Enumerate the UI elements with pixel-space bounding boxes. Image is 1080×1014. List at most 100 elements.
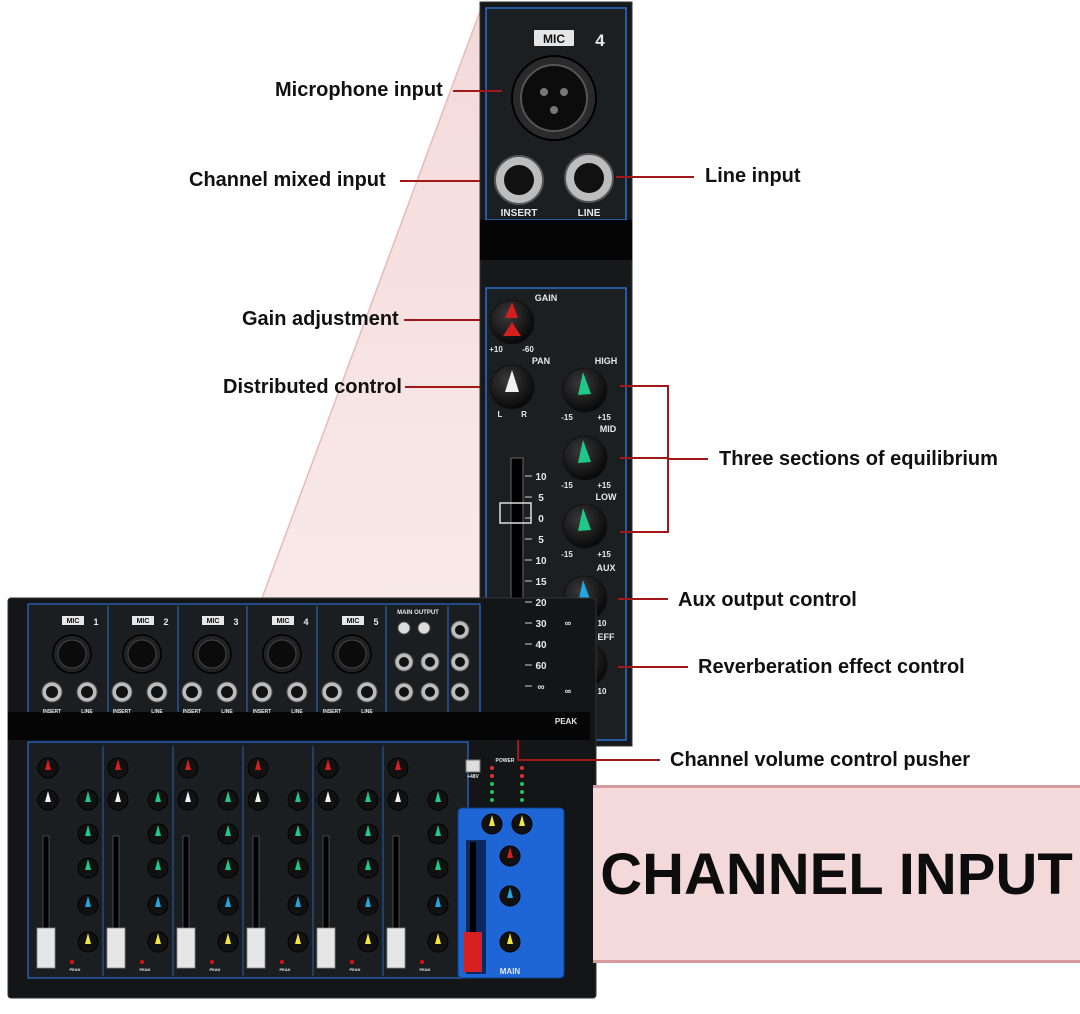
low-knob bbox=[562, 503, 608, 549]
mixer-jack-hole bbox=[425, 657, 435, 667]
strip-eff-min: ∞ bbox=[565, 686, 572, 696]
mixer-knob-pointer bbox=[395, 791, 401, 802]
strip-low-label: LOW bbox=[596, 492, 617, 502]
mixer-knob-pointer bbox=[295, 933, 301, 944]
mixer-mic-label: MIC bbox=[207, 618, 220, 625]
level-led-right bbox=[520, 766, 524, 770]
main-output-rca[interactable] bbox=[397, 621, 411, 635]
mixer-jack-hole bbox=[256, 686, 268, 698]
mixer-xlr-inner bbox=[267, 639, 297, 669]
leader-pusher bbox=[517, 740, 660, 761]
callout-distributed-control: Distributed control bbox=[223, 376, 402, 398]
mixer-mic-label-box bbox=[132, 616, 154, 625]
master-knob-pointer bbox=[507, 887, 513, 898]
strip-mic-label: MIC bbox=[543, 32, 565, 46]
mixer-fader-cap[interactable] bbox=[106, 927, 126, 969]
mixer-knob-pointer bbox=[155, 896, 161, 907]
mixer-knob-pointer bbox=[45, 791, 51, 802]
mixer-line-label: LINE bbox=[361, 709, 373, 715]
level-led-right bbox=[520, 774, 524, 778]
mixer-knob-pointer bbox=[185, 791, 191, 802]
level-led-left bbox=[490, 782, 494, 786]
mixer-fader-cap[interactable] bbox=[36, 927, 56, 969]
mixer-jack-hole bbox=[46, 686, 58, 698]
strip-high-max: +15 bbox=[597, 413, 611, 422]
mixer-peak-led bbox=[70, 960, 74, 964]
callout-microphone-input: Microphone input bbox=[275, 79, 443, 101]
mixer-knob-pointer bbox=[85, 859, 91, 870]
mixer-knob-pointer bbox=[325, 759, 331, 770]
mixer-peak-led bbox=[210, 960, 214, 964]
strip-pan-left: L bbox=[498, 410, 503, 419]
mixer-knob-pointer bbox=[155, 933, 161, 944]
mixer-line-label: LINE bbox=[81, 709, 93, 715]
mixer-jack-hole bbox=[399, 657, 409, 667]
mixer-insert-label: INSERT bbox=[43, 709, 61, 715]
strip-gain-label: GAIN bbox=[535, 293, 558, 303]
master-knob-pointer bbox=[507, 847, 513, 858]
mixer-jack-hole bbox=[455, 625, 465, 635]
fader-scale-tick: 10 bbox=[535, 472, 547, 483]
strip-high-min: -15 bbox=[561, 413, 573, 422]
mixer-peak-label: PEAK bbox=[349, 967, 360, 972]
mixer-knob-pointer bbox=[435, 896, 441, 907]
channel-input-banner: CHANNEL INPUT bbox=[593, 785, 1080, 963]
strip-line-label: LINE bbox=[578, 208, 601, 219]
mixer-mic-label-box bbox=[62, 616, 84, 625]
mixer-mic-label-box bbox=[342, 616, 364, 625]
mixer-knob-pointer bbox=[185, 759, 191, 770]
phantom-switch[interactable] bbox=[465, 759, 481, 773]
strip-low-min: -15 bbox=[561, 550, 573, 559]
mixer-knob-pointer bbox=[155, 825, 161, 836]
mixer-insert-label: INSERT bbox=[183, 709, 201, 715]
mixer-knob-pointer bbox=[225, 859, 231, 870]
mixer-peak-led bbox=[350, 960, 354, 964]
callout-volume-pusher: Channel volume control pusher bbox=[670, 749, 971, 771]
mixer-knob-pointer bbox=[225, 825, 231, 836]
mixer-fader-cap[interactable] bbox=[176, 927, 196, 969]
strip-mid-label: MID bbox=[600, 424, 617, 434]
level-led-right bbox=[520, 782, 524, 786]
strip-gain-max: -60 bbox=[522, 345, 534, 354]
mixer-jack-hole bbox=[151, 686, 163, 698]
fader-scale-tick: 10 bbox=[535, 556, 547, 567]
power-label: POWER bbox=[496, 758, 515, 764]
mixer-knob-pointer bbox=[225, 933, 231, 944]
mixer-jack-hole bbox=[399, 687, 409, 697]
mixer-knob-pointer bbox=[225, 896, 231, 907]
high-knob bbox=[562, 367, 608, 413]
callout-line-input: Line input bbox=[705, 165, 801, 187]
pan-knob bbox=[489, 364, 535, 410]
fader-scale-tick: 0 bbox=[538, 514, 544, 525]
strip-aux-min: ∞ bbox=[565, 618, 572, 628]
strip-gain-min: +10 bbox=[489, 345, 503, 354]
mixer-jack-hole bbox=[291, 686, 303, 698]
strip-pan-right: R bbox=[521, 410, 527, 419]
mixer-fader-cap[interactable] bbox=[386, 927, 406, 969]
mixer-line-label: LINE bbox=[291, 709, 303, 715]
mixer-mic-label: MIC bbox=[347, 618, 360, 625]
mixer-fader-cap[interactable] bbox=[316, 927, 336, 969]
mid-knob bbox=[562, 435, 608, 481]
mixer-mic-label-box bbox=[272, 616, 294, 625]
mixer-insert-label: INSERT bbox=[113, 709, 131, 715]
level-led-left bbox=[490, 790, 494, 794]
mixer-peak-label: PEAK bbox=[209, 967, 220, 972]
mixer-peak-label: PEAK bbox=[419, 967, 430, 972]
mixer-channel-number: 2 bbox=[163, 617, 168, 627]
mixer-knob-pointer bbox=[45, 759, 51, 770]
mixer-channel-number: 3 bbox=[233, 617, 238, 627]
mixer-fader-cap[interactable] bbox=[246, 927, 266, 969]
gain-knob bbox=[489, 299, 535, 345]
strip-eff-label: EFF bbox=[598, 632, 616, 642]
mixer-xlr-inner bbox=[337, 639, 367, 669]
main-output-rca[interactable] bbox=[417, 621, 431, 635]
level-led-left bbox=[490, 766, 494, 770]
strip-eff-max: 10 bbox=[598, 687, 607, 696]
mixer-knob-pointer bbox=[295, 791, 301, 802]
mixer-line-label: LINE bbox=[221, 709, 233, 715]
